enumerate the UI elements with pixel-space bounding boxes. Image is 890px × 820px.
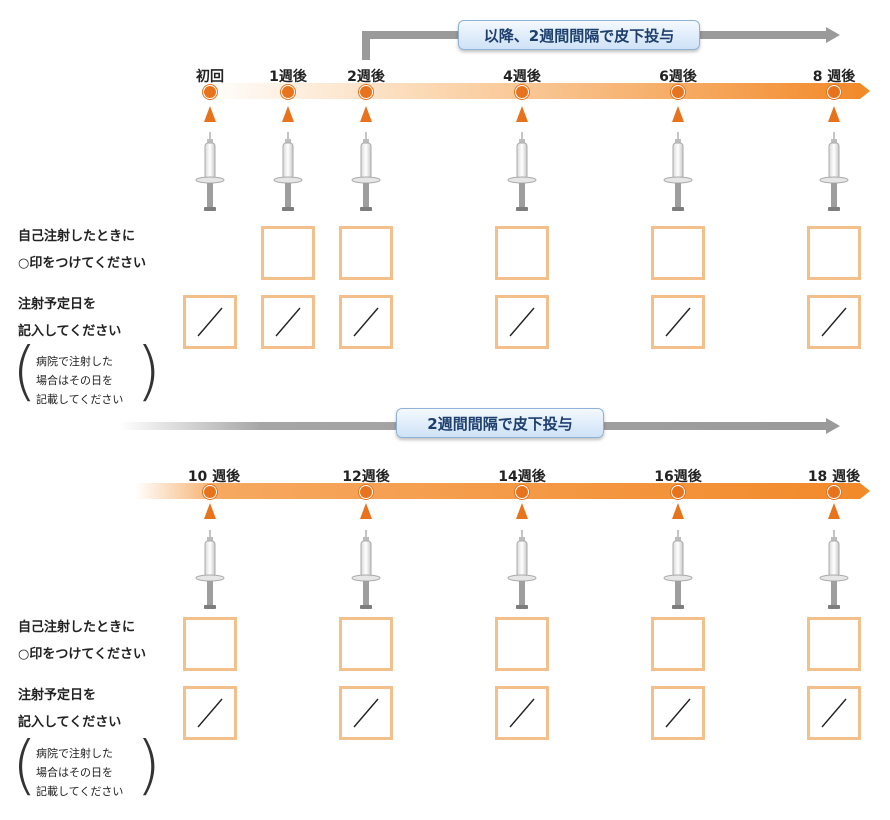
syringe-icon: [507, 132, 537, 212]
syringe-icon: [195, 530, 225, 610]
syringe-icon: [507, 530, 537, 610]
orange-dot-icon: [203, 85, 217, 99]
timepoint-label: 2週後: [347, 69, 385, 85]
orange-dot-icon: [671, 485, 685, 499]
timepoint-label: 1週後: [269, 69, 307, 85]
timepoint-label: 18 週後: [807, 469, 861, 485]
left-paren: (: [12, 335, 37, 409]
timepoint-label: 10 週後: [187, 469, 241, 485]
up-triangle-icon: [672, 106, 684, 122]
self-injection-label: 自己注射したときに ○印をつけてください: [18, 229, 146, 271]
scheduled-date-box[interactable]: [651, 295, 705, 349]
orange-dot-icon: [203, 485, 217, 499]
scheduled-date-box[interactable]: [495, 295, 549, 349]
scheduled-date-box[interactable]: [807, 295, 861, 349]
orange-dot-icon: [515, 85, 529, 99]
syringe-icon: [819, 530, 849, 610]
syringe-icon: [195, 132, 225, 212]
timepoint-label: 14週後: [498, 469, 546, 485]
section1-interval-banner: 以降、2週間間隔で皮下投与: [458, 20, 700, 50]
self-injection-label: 自己注射したときに ○印をつけてください: [18, 620, 146, 662]
left-paren: (: [12, 729, 37, 803]
orange-dot-icon: [827, 85, 841, 99]
up-triangle-icon: [672, 503, 684, 519]
orange-dot-icon: [515, 485, 529, 499]
orange-dot-icon: [359, 85, 373, 99]
hospital-note: 病院で注射した 場合はその日を 記載してください: [36, 747, 124, 798]
timepoint-label: 12週後: [342, 469, 390, 485]
self-injection-check-box[interactable]: [495, 226, 549, 280]
self-injection-check-box[interactable]: [495, 617, 549, 671]
right-paren: ): [136, 335, 161, 409]
up-triangle-icon: [360, 106, 372, 122]
syringe-icon: [273, 132, 303, 212]
timepoint-label: 初回: [196, 69, 224, 85]
scheduled-date-box[interactable]: [807, 686, 861, 740]
scheduled-date-box[interactable]: [261, 295, 315, 349]
self-injection-check-box[interactable]: [339, 617, 393, 671]
hospital-note: 病院で注射した 場合はその日を 記載してください: [36, 355, 124, 406]
up-triangle-icon: [204, 106, 216, 122]
syringe-icon: [819, 132, 849, 212]
schedule-label: 注射予定日を 記入してください: [18, 688, 122, 730]
schedule-label: 注射予定日を 記入してください: [18, 297, 122, 339]
timepoint-label: 16週後: [654, 469, 702, 485]
orange-dot-icon: [671, 85, 685, 99]
up-triangle-icon: [360, 503, 372, 519]
scheduled-date-box[interactable]: [183, 686, 237, 740]
orange-dot-icon: [359, 485, 373, 499]
timepoint-label: 6週後: [659, 69, 697, 85]
self-injection-check-box[interactable]: [807, 617, 861, 671]
up-triangle-icon: [204, 503, 216, 519]
self-injection-check-box[interactable]: [261, 226, 315, 280]
scheduled-date-box[interactable]: [651, 686, 705, 740]
timepoint-label: 8 週後: [812, 69, 856, 85]
right-paren: ): [136, 729, 161, 803]
scheduled-date-box[interactable]: [339, 686, 393, 740]
up-triangle-icon: [828, 106, 840, 122]
section2-interval-banner: 2週間間隔で皮下投与: [396, 408, 604, 438]
syringe-icon: [663, 530, 693, 610]
up-triangle-icon: [516, 503, 528, 519]
syringe-icon: [351, 530, 381, 610]
self-injection-check-box[interactable]: [807, 226, 861, 280]
self-injection-check-box[interactable]: [651, 617, 705, 671]
self-injection-check-box[interactable]: [183, 617, 237, 671]
self-injection-check-box[interactable]: [651, 226, 705, 280]
orange-dot-icon: [827, 485, 841, 499]
up-triangle-icon: [516, 106, 528, 122]
up-triangle-icon: [828, 503, 840, 519]
scheduled-date-box[interactable]: [339, 295, 393, 349]
section1-timeline-graphics: [200, 27, 870, 99]
syringe-icon: [351, 132, 381, 212]
syringe-icon: [663, 132, 693, 212]
scheduled-date-box[interactable]: [495, 686, 549, 740]
orange-dot-icon: [281, 85, 295, 99]
self-injection-check-box[interactable]: [339, 226, 393, 280]
timepoint-label: 4週後: [503, 69, 541, 85]
up-triangle-icon: [282, 106, 294, 122]
scheduled-date-box[interactable]: [183, 295, 237, 349]
